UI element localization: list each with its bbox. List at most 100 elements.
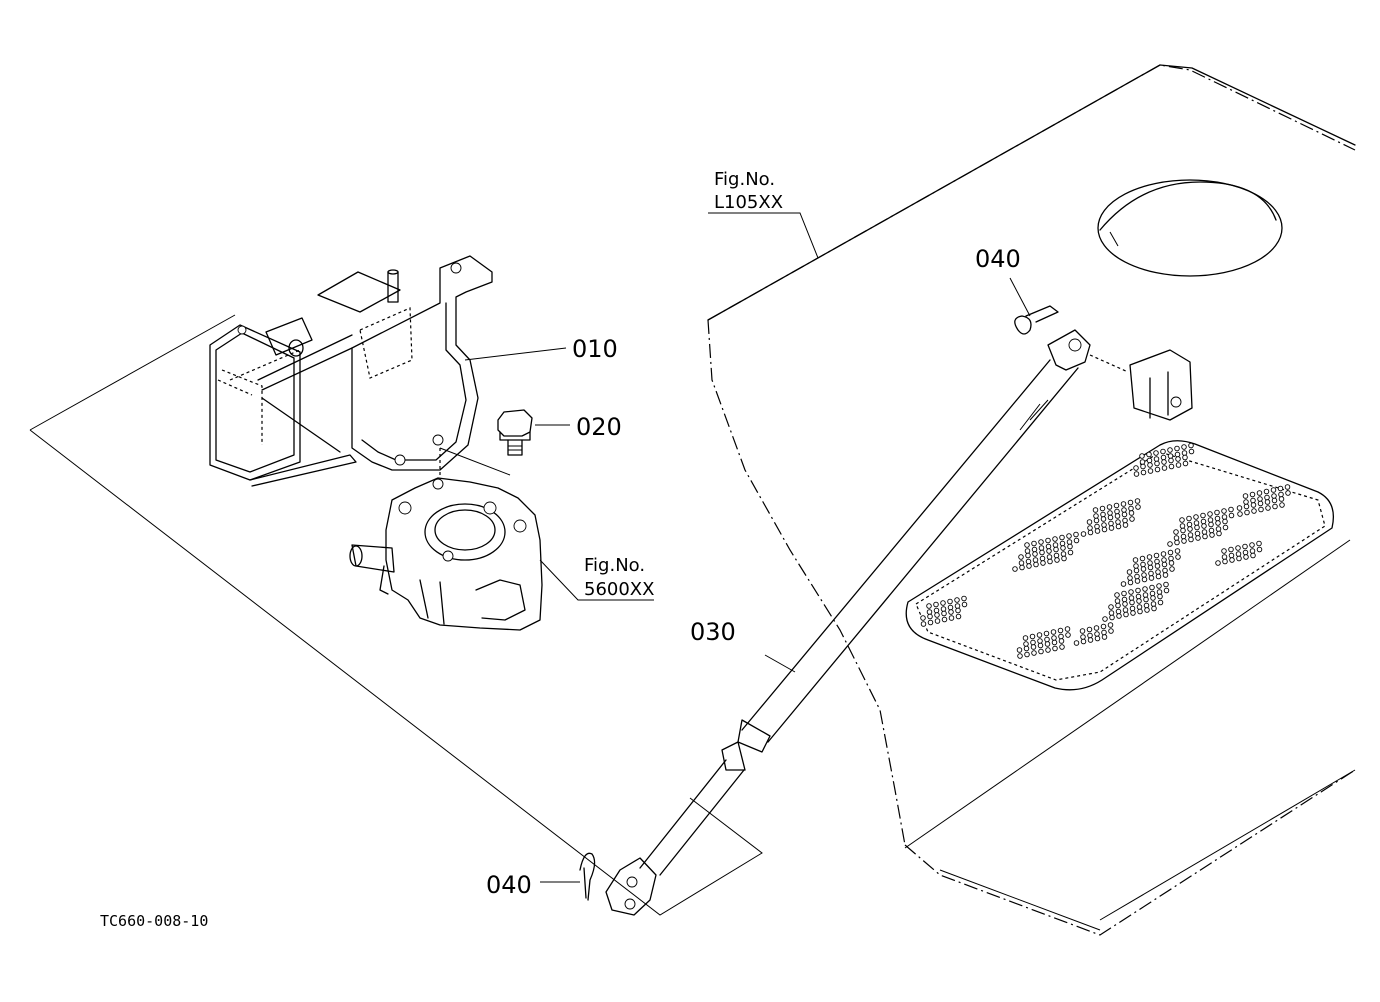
grille-hole — [1144, 607, 1150, 613]
grille-hole — [1235, 551, 1242, 557]
label-030: 030 — [690, 618, 736, 646]
grille-hole — [1143, 596, 1149, 603]
label-040-bottom: 040 — [486, 871, 532, 899]
grille-hole — [1122, 522, 1129, 528]
grille-hole — [1139, 459, 1146, 465]
grille-hole — [1080, 634, 1086, 640]
grille-hole — [1207, 517, 1214, 523]
grille-hole — [1215, 526, 1222, 532]
grille-hole — [1122, 517, 1128, 524]
grille-hole — [1033, 561, 1039, 568]
grille-hole — [1195, 535, 1201, 541]
grille-hole — [1278, 496, 1285, 502]
grille-hole — [1030, 639, 1036, 646]
grille-hole — [1038, 545, 1045, 551]
grille-hole — [927, 619, 934, 626]
grille-hole — [1146, 554, 1153, 560]
grille-hole — [1043, 630, 1050, 637]
grille-hole — [1187, 526, 1193, 532]
grille-hole — [934, 612, 940, 618]
grille-hole — [1038, 539, 1044, 545]
grille-hole — [1139, 453, 1145, 459]
grille-hole — [941, 616, 948, 623]
grille-hole — [1257, 500, 1264, 507]
grille-hole — [1151, 605, 1157, 612]
grille-hole — [1181, 538, 1187, 544]
grille-hole — [1147, 462, 1153, 468]
grille-hole — [1257, 496, 1263, 502]
grille-hole — [1023, 645, 1030, 652]
grille-hole — [1134, 498, 1141, 504]
grille-hole — [1222, 518, 1228, 525]
grille-hole — [1135, 587, 1141, 594]
grille-hole — [1153, 450, 1159, 456]
grille-hole — [1057, 627, 1064, 634]
grille-hole — [1173, 529, 1179, 535]
grille-hole — [1221, 554, 1228, 560]
grille-hole — [1100, 516, 1107, 522]
grille-hole — [1052, 645, 1058, 652]
grille-hole — [1147, 560, 1153, 566]
grille-hole — [1162, 572, 1169, 578]
grille-hole — [947, 598, 953, 605]
grille-hole — [1094, 631, 1100, 637]
grille-hole — [1214, 509, 1220, 516]
grille-hole — [1134, 578, 1141, 584]
grille-hole — [1113, 502, 1120, 509]
grille-hole — [1023, 641, 1029, 647]
grille-hole — [1108, 610, 1115, 616]
grille-hole — [1094, 528, 1101, 534]
grille-hole — [933, 607, 940, 614]
grille-hole — [1066, 533, 1072, 539]
grille-hole — [926, 609, 933, 615]
bracket-part-010 — [209, 255, 511, 487]
grille-hole — [1094, 523, 1100, 530]
grille-hole — [1265, 505, 1271, 511]
grille-hole — [1087, 529, 1094, 536]
grille-hole — [1135, 593, 1142, 600]
grille-hole — [1036, 632, 1043, 638]
grille-hole — [1141, 576, 1148, 583]
grille-hole — [1153, 552, 1160, 559]
grille-hole — [1128, 589, 1134, 595]
grille-hole — [1208, 527, 1215, 534]
grille-hole — [1157, 593, 1163, 600]
grille-hole — [1120, 581, 1127, 587]
grille-hole — [1073, 531, 1079, 538]
grille-hole — [1193, 514, 1199, 520]
grille-hole — [1116, 613, 1122, 619]
grille-hole — [1186, 515, 1192, 522]
grille-hole — [1026, 563, 1032, 569]
grille-hole — [1115, 608, 1122, 615]
grille-hole — [1202, 533, 1208, 540]
grille-hole — [1243, 503, 1250, 510]
grille-hole — [1179, 523, 1186, 529]
grille-hole — [1208, 521, 1214, 528]
grille-hole — [1066, 539, 1073, 545]
grille-hole — [1136, 598, 1142, 604]
grille-hole — [1128, 510, 1135, 516]
bolt-part-020 — [497, 409, 533, 456]
grille-hole — [1135, 504, 1141, 510]
grille-hole — [1114, 513, 1121, 519]
grille-hole — [1186, 521, 1193, 528]
fig-ref-hood-line2: L105XX — [714, 192, 783, 213]
grille-hole — [1143, 602, 1150, 609]
grille-hole — [1215, 560, 1221, 566]
grille-hole — [1123, 611, 1129, 618]
grille-hole — [1228, 546, 1234, 553]
grille-hole — [1180, 533, 1187, 540]
grille-hole — [1058, 638, 1065, 644]
grille-hole — [1249, 548, 1256, 554]
grille-hole — [1032, 557, 1039, 563]
grille-hole — [1140, 463, 1146, 470]
grille-hole — [1147, 468, 1154, 474]
pump-housing — [349, 477, 543, 631]
grille-hole — [1221, 514, 1228, 520]
grille-hole — [1167, 541, 1173, 547]
grille-hole — [1278, 491, 1284, 498]
grille-hole — [1106, 504, 1113, 510]
grille-hole — [1228, 512, 1235, 519]
grille-hole — [1157, 599, 1164, 606]
grille-hole — [1140, 566, 1147, 572]
